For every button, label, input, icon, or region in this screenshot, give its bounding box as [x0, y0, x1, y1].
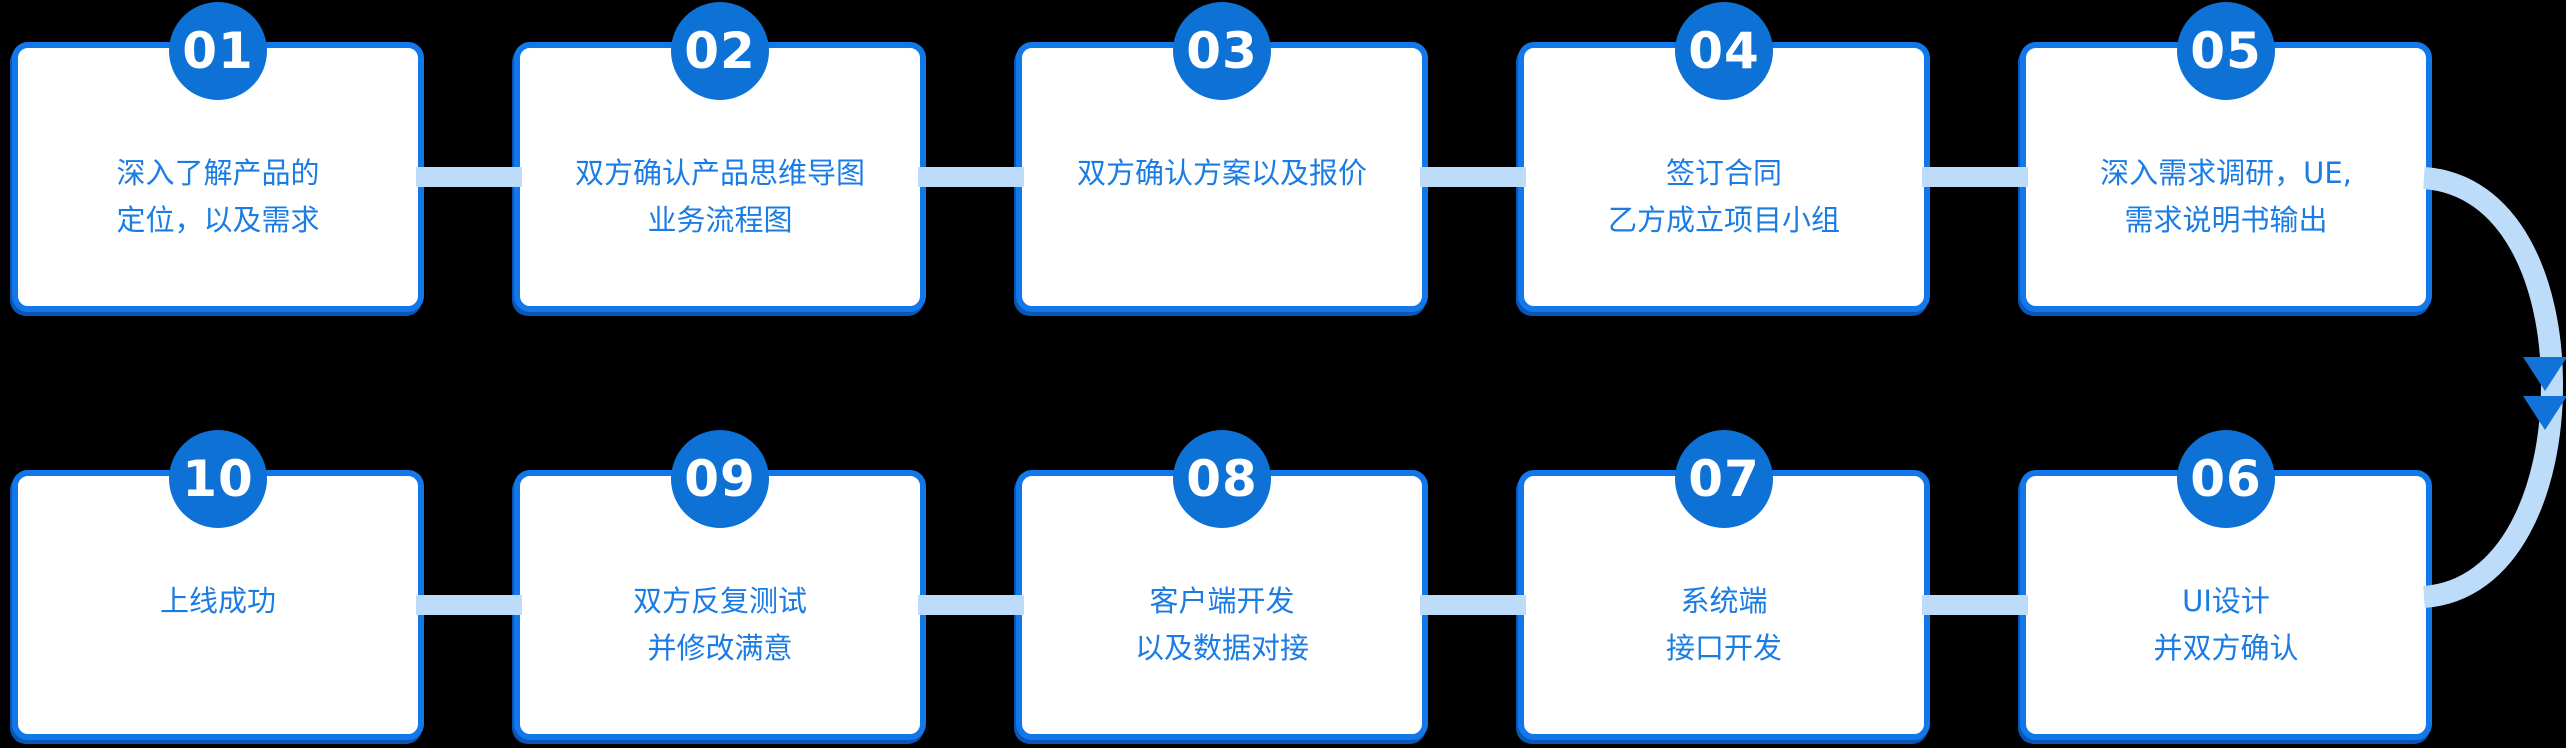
step-text-line: 以及数据对接 [1134, 631, 1309, 665]
step-text-line: 业务流程图 [647, 203, 793, 237]
step-box-02: 02 双方确认产品思维导图 业务流程图 [514, 2, 926, 312]
step-text-line: 接口开发 [1665, 631, 1782, 665]
connector [1420, 167, 1526, 187]
step-number-badge: 07 [1675, 430, 1773, 528]
connector [1922, 167, 2028, 187]
step-text-line: UI设计 [2182, 584, 2270, 618]
step-box-05: 05 深入需求调研，UE, 需求说明书输出 [2020, 2, 2432, 312]
step-text-line: 上线成功 [159, 584, 276, 618]
connector [416, 167, 522, 187]
arrow-down-icon [2523, 396, 2566, 430]
step-text: 签订合同 乙方成立项目小组 [1524, 150, 1924, 244]
connector [416, 595, 522, 615]
step-number-badge: 08 [1173, 430, 1271, 528]
connector [918, 167, 1024, 187]
step-box-06: 06 UI设计 并双方确认 [2020, 430, 2432, 740]
step-text-line: 定位，以及需求 [116, 203, 320, 237]
step-text-line: 双方确认产品思维导图 [574, 156, 865, 190]
step-text-line: 客户端开发 [1149, 584, 1295, 618]
step-box-08: 08 客户端开发 以及数据对接 [1016, 430, 1428, 740]
step-text-line: 深入需求调研，UE, [2100, 156, 2352, 190]
step-number-badge: 09 [671, 430, 769, 528]
step-box-04: 04 签订合同 乙方成立项目小组 [1518, 2, 1930, 312]
step-text-line: 并修改满意 [647, 631, 793, 665]
step-text-line: 乙方成立项目小组 [1607, 203, 1840, 237]
step-text-line: 系统端 [1680, 584, 1768, 618]
step-text: 双方反复测试 并修改满意 [520, 578, 920, 672]
step-number-badge: 05 [2177, 2, 2275, 100]
connector [918, 595, 1024, 615]
step-text-line: 双方确认方案以及报价 [1076, 156, 1367, 190]
step-text: 双方确认方案以及报价 [1022, 150, 1422, 197]
step-text-line: 深入了解产品的 [116, 156, 320, 190]
step-text: 双方确认产品思维导图 业务流程图 [520, 150, 920, 244]
step-box-10: 10 上线成功 [12, 430, 424, 740]
step-number-badge: 02 [671, 2, 769, 100]
step-text: 深入了解产品的 定位，以及需求 [18, 150, 418, 244]
step-text-line: 双方反复测试 [632, 584, 807, 618]
step-text: UI设计 并双方确认 [2026, 578, 2426, 672]
step-text: 上线成功 [18, 578, 418, 625]
step-number-badge: 01 [169, 2, 267, 100]
return-arrow [2422, 167, 2566, 608]
step-number-badge: 03 [1173, 2, 1271, 100]
step-box-09: 09 双方反复测试 并修改满意 [514, 430, 926, 740]
step-text-line: 需求说明书输出 [2124, 203, 2328, 237]
step-text-line: 签订合同 [1665, 156, 1782, 190]
step-box-07: 07 系统端 接口开发 [1518, 430, 1930, 740]
connector [1420, 595, 1526, 615]
step-text: 深入需求调研，UE, 需求说明书输出 [2026, 150, 2426, 244]
step-number-badge: 06 [2177, 430, 2275, 528]
step-text-line: 并双方确认 [2153, 631, 2299, 665]
step-box-03: 03 双方确认方案以及报价 [1016, 2, 1428, 312]
step-text: 客户端开发 以及数据对接 [1022, 578, 1422, 672]
step-text: 系统端 接口开发 [1524, 578, 1924, 672]
connector [1922, 595, 2028, 615]
arrow-down-icon [2523, 357, 2566, 391]
step-number-badge: 10 [169, 430, 267, 528]
step-number-badge: 04 [1675, 2, 1773, 100]
step-box-01: 01 深入了解产品的 定位，以及需求 [12, 2, 424, 312]
